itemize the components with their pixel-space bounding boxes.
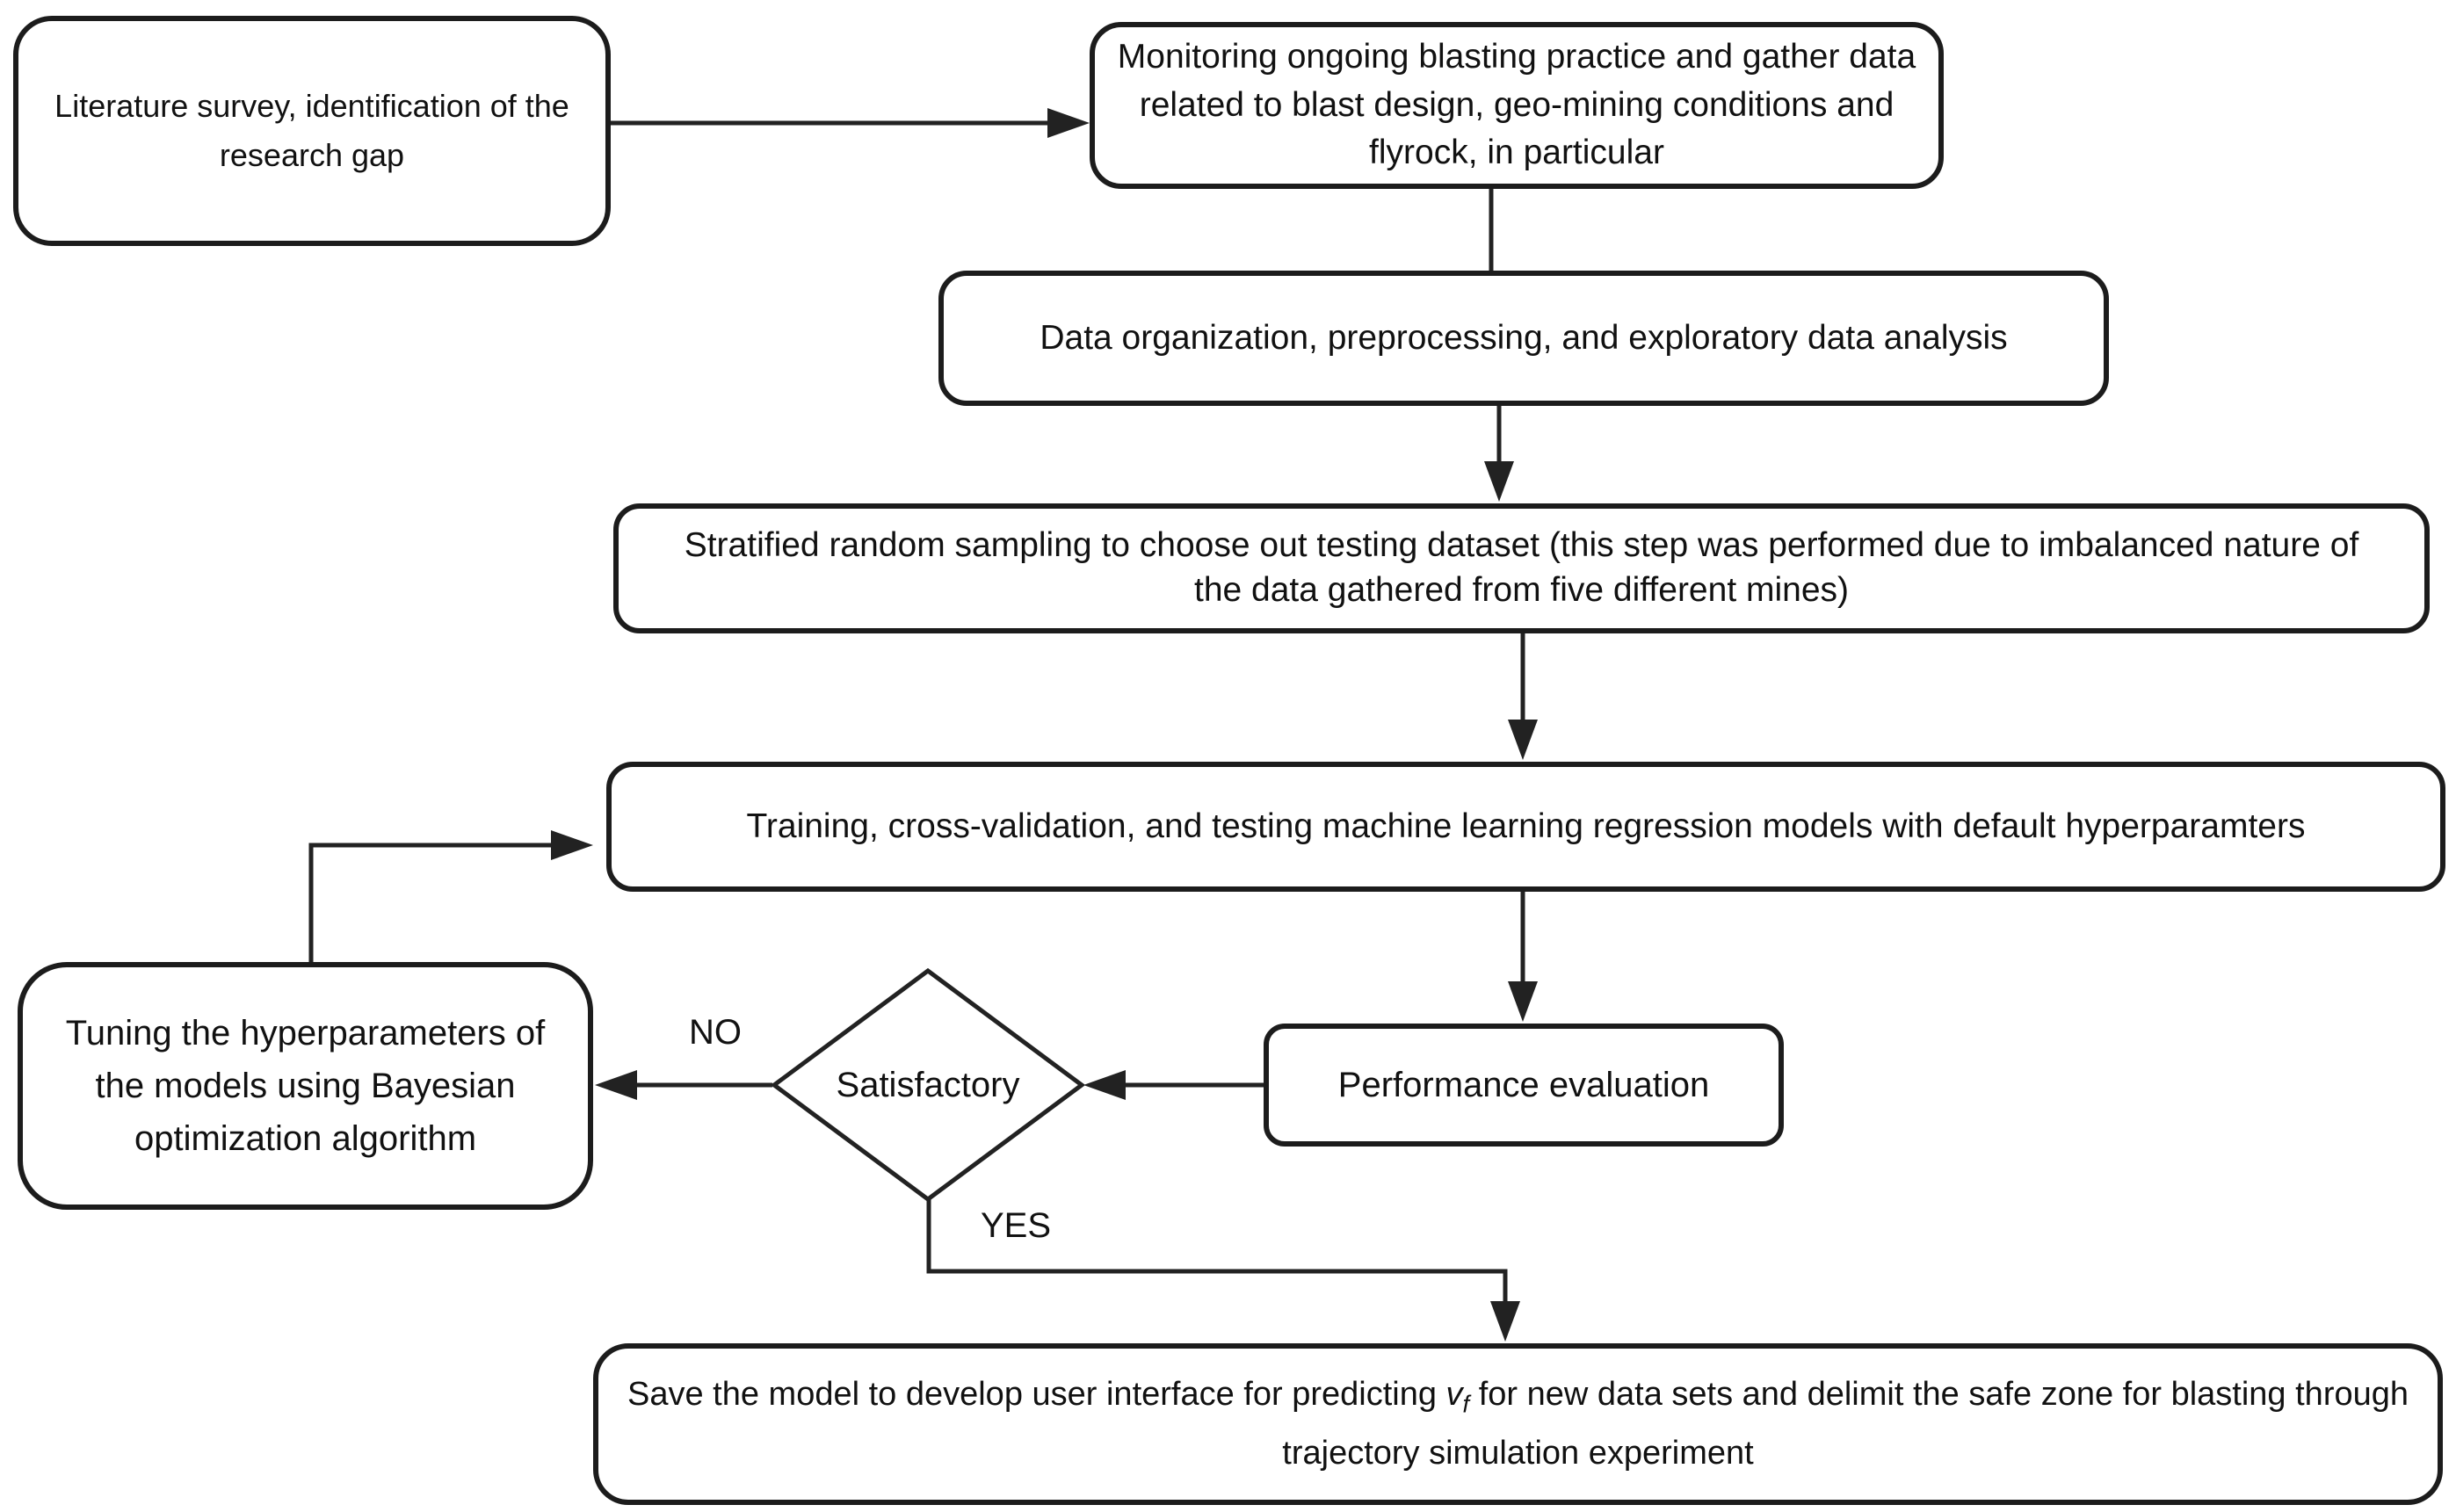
connector-tuning-loop-to-training [308, 843, 553, 964]
node-data-organization-label: Data organization, preprocessing, and ex… [1040, 318, 2008, 357]
arrowhead-into-savemodel [1490, 1301, 1520, 1342]
save-model-text-after: for new data sets and delimit the safe z… [1282, 1376, 2409, 1472]
node-stratified-sampling: Stratified random sampling to choose out… [613, 503, 2430, 633]
node-performance-evaluation: Performance evaluation [1264, 1024, 1784, 1147]
decision-satisfactory-label: Satisfactory [836, 1065, 1020, 1104]
node-save-model-label: Save the model to develop user interface… [623, 1366, 2413, 1482]
arrowhead-into-training [1508, 720, 1538, 760]
edge-label-no: NO [663, 1006, 768, 1059]
node-training: Training, cross-validation, and testing … [606, 762, 2445, 892]
decision-diamond-shape [770, 967, 1086, 1203]
node-data-organization: Data organization, preprocessing, and ex… [938, 271, 2109, 406]
arrowhead-into-performance [1508, 981, 1538, 1022]
arrowhead-into-monitoring [1047, 108, 1090, 138]
node-literature-survey: Literature survey, identification of the… [13, 16, 611, 246]
edge-label-yes-text: YES [980, 1205, 1052, 1245]
node-literature-survey-label: Literature survey, identification of the… [54, 88, 569, 173]
node-monitoring: Monitoring ongoing blasting practice and… [1090, 22, 1944, 189]
variable-subscript-f: f [1462, 1390, 1470, 1418]
variable-v: v [1445, 1376, 1463, 1414]
arrowhead-into-sampling [1484, 461, 1514, 502]
connector-decision-yes-to-savemodel [926, 1197, 1508, 1303]
node-performance-evaluation-label: Performance evaluation [1337, 1066, 1710, 1104]
node-save-model: Save the model to develop user interface… [593, 1343, 2443, 1505]
arrowhead-loop-into-training [551, 830, 593, 860]
node-tuning-hyperparameters: Tuning the hyperparameters of the models… [18, 962, 593, 1210]
node-stratified-sampling-label: Stratified random sampling to choose out… [684, 526, 2359, 609]
arrowhead-into-decision [1083, 1070, 1126, 1100]
edge-label-no-text: NO [689, 1012, 742, 1052]
save-model-text-before: Save the model to develop user interface… [627, 1376, 1446, 1414]
edge-label-yes: YES [954, 1199, 1077, 1252]
arrowhead-into-tuning [595, 1070, 637, 1100]
decision-satisfactory: Satisfactory [774, 971, 1082, 1199]
node-training-label: Training, cross-validation, and testing … [746, 807, 2306, 845]
node-tuning-hyperparameters-label: Tuning the hyperparameters of the models… [65, 1014, 546, 1158]
node-monitoring-label: Monitoring ongoing blasting practice and… [1117, 38, 1916, 172]
